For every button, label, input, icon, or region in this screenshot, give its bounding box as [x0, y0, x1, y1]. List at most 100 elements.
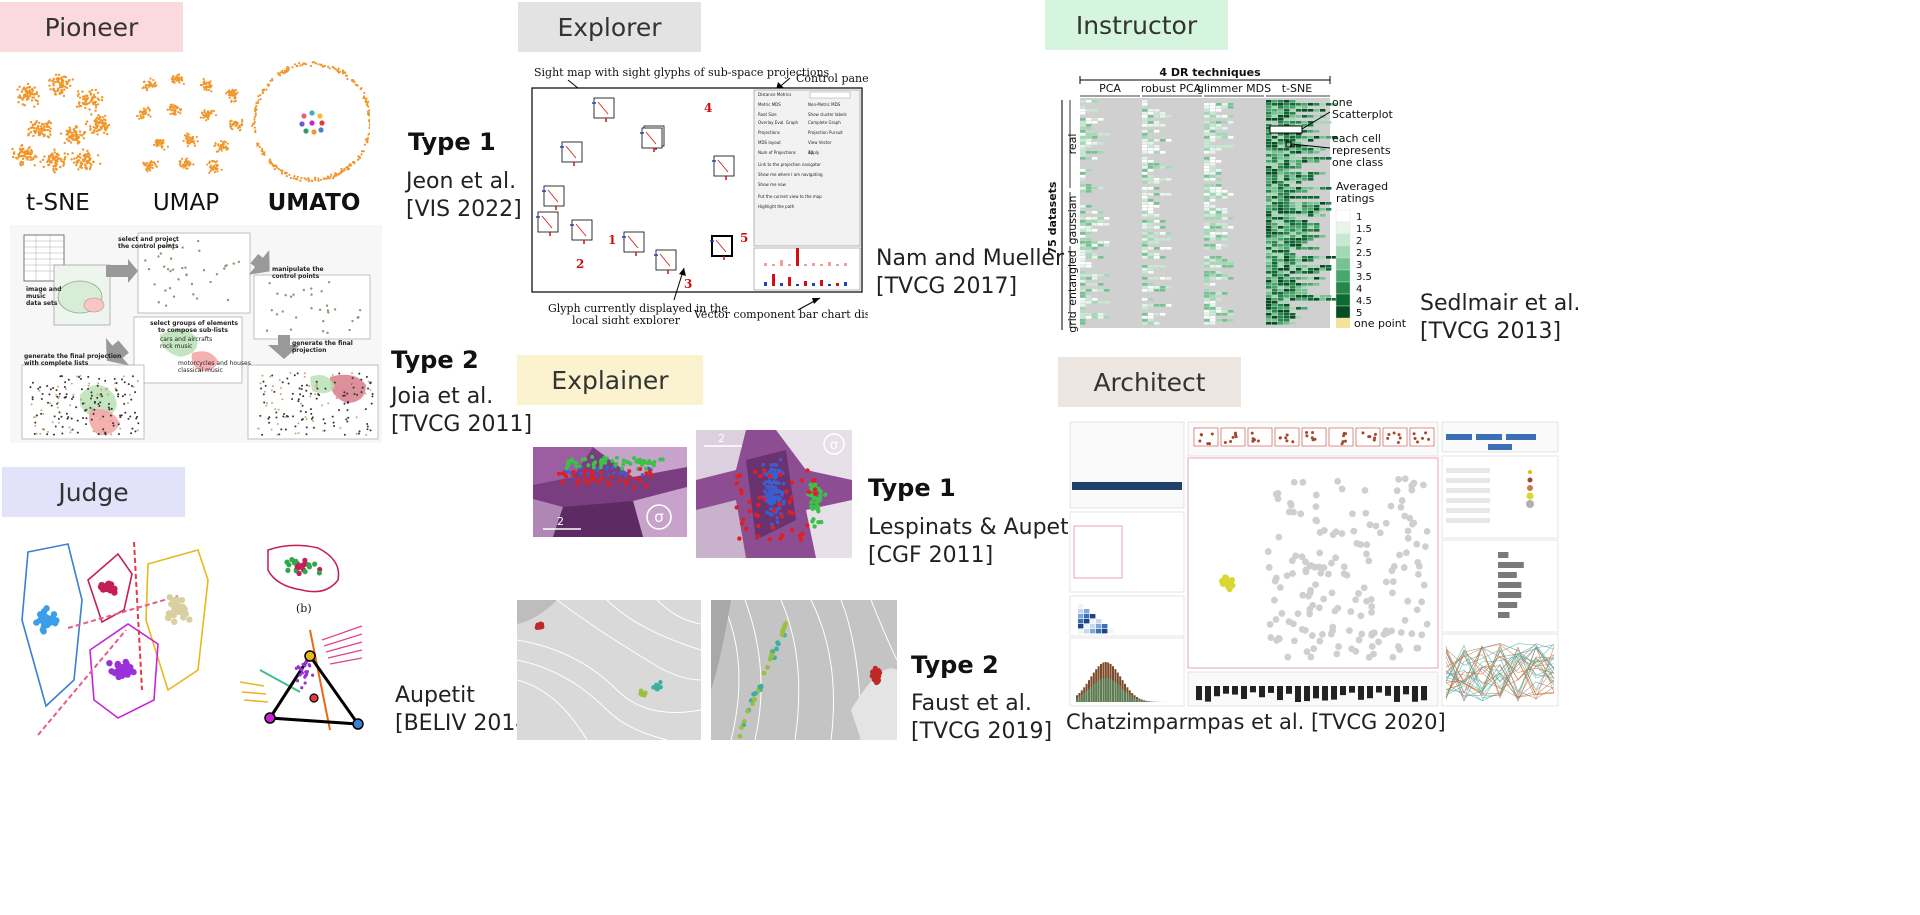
umato-point — [323, 64, 326, 68]
arch-point — [1320, 595, 1328, 603]
heat-cell — [1266, 139, 1272, 142]
tsne-point — [88, 125, 92, 128]
heat-cell — [1148, 121, 1154, 124]
tsne-point — [99, 125, 102, 129]
control-label: 10 — [808, 150, 814, 155]
umato-point — [258, 145, 261, 149]
umap-point — [168, 105, 171, 108]
heat-cell — [1326, 202, 1332, 205]
joia-point — [31, 381, 34, 384]
heat-cell — [1296, 268, 1302, 271]
joia-point — [79, 374, 82, 377]
umap-point — [186, 157, 189, 160]
heat-cell — [1098, 187, 1104, 190]
heat-cell — [1210, 313, 1216, 316]
heat-cell — [1092, 229, 1098, 232]
heat-cell — [1080, 298, 1086, 301]
explainer-point — [810, 504, 815, 509]
tsne-point — [26, 158, 29, 161]
algo-label-tsne: t-SNE — [26, 190, 90, 216]
heat-cell — [1290, 211, 1296, 214]
umap-point — [217, 143, 220, 146]
joia-point — [338, 372, 341, 375]
joia-point — [144, 259, 147, 262]
heat-cell — [1148, 208, 1154, 211]
heat-cell — [1148, 232, 1154, 235]
explainer-point — [614, 455, 619, 460]
heat-cell — [1080, 301, 1086, 304]
tsne-point — [41, 158, 45, 162]
tsne-point — [33, 123, 36, 126]
umato-point — [339, 70, 342, 74]
control-label: MDS layout — [758, 140, 781, 145]
heat-cell — [1210, 319, 1216, 322]
tsne-point — [29, 158, 32, 162]
joia-point — [361, 386, 364, 389]
arch-point — [1265, 563, 1273, 571]
heat-cell — [1104, 223, 1110, 226]
control-label: Overlay Eval. Graph — [758, 120, 799, 125]
heat-cell — [1148, 277, 1154, 280]
arch-thumb-point — [1223, 441, 1227, 445]
joia-point — [108, 408, 111, 411]
vector-bar — [796, 248, 799, 266]
heat-cell — [1296, 271, 1302, 274]
legend-label: 2 — [1356, 236, 1362, 247]
heat-cell — [1080, 247, 1086, 250]
arch-thumb-point — [1424, 431, 1428, 435]
heat-cell — [1210, 136, 1216, 139]
heat-cell — [1326, 265, 1332, 268]
heat-cell — [1266, 202, 1272, 205]
heat-cell — [1142, 115, 1148, 118]
svg-text:2: 2 — [557, 515, 564, 528]
heat-cell — [1142, 151, 1148, 154]
heat-cell — [1302, 121, 1308, 124]
control-label: Show cluster labels — [808, 112, 847, 117]
heat-cell — [1278, 184, 1284, 187]
heat-cell — [1290, 109, 1296, 112]
joia-point — [265, 402, 268, 405]
explainer-point — [765, 493, 769, 498]
tsne-point — [25, 86, 29, 90]
heat-cell — [1272, 241, 1278, 244]
umap-point — [186, 167, 189, 170]
contour-point — [653, 682, 659, 688]
heat-cell — [1142, 193, 1148, 196]
joia-point — [270, 389, 273, 392]
arch-bar — [1205, 686, 1211, 702]
heat-cell — [1284, 241, 1290, 244]
heat-cell — [1160, 124, 1166, 127]
arch-heat-cell — [1084, 614, 1090, 619]
joia-point — [342, 394, 345, 397]
heat-cell — [1080, 157, 1086, 160]
heat-cell — [1278, 112, 1284, 115]
heat-cell — [1284, 196, 1290, 199]
judge-tri-point — [300, 686, 304, 690]
heat-cell — [1290, 235, 1296, 238]
heat-cell — [1266, 160, 1272, 163]
tsne-point — [43, 125, 46, 128]
heat-cell — [1142, 136, 1148, 139]
umato-point — [317, 177, 320, 180]
heat-cell — [1278, 253, 1284, 256]
tsne-point — [74, 125, 78, 128]
heat-cell — [1080, 229, 1086, 232]
heat-cell — [1092, 217, 1098, 220]
joia-point — [76, 431, 79, 434]
joia-point — [318, 308, 322, 312]
heat-cell — [1290, 289, 1296, 292]
svg-text:data sets: data sets — [26, 300, 58, 307]
umato-point — [285, 69, 288, 72]
heat-cell — [1216, 274, 1222, 277]
heat-cell — [1222, 292, 1228, 295]
joia-point — [92, 413, 95, 416]
heat-cell — [1314, 205, 1320, 208]
heat-cell — [1160, 256, 1166, 259]
explainer-point — [598, 470, 603, 475]
heat-cell — [1216, 103, 1222, 106]
heat-cell — [1148, 322, 1154, 325]
umap-point — [174, 77, 177, 81]
heat-cell — [1290, 220, 1296, 223]
heat-cell — [1308, 121, 1314, 124]
heat-cell — [1314, 196, 1320, 199]
